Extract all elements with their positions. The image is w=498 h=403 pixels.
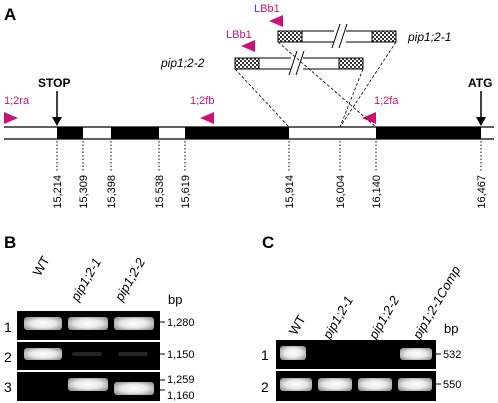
gel-band [358, 378, 392, 391]
primer-2fa-arrow [362, 112, 376, 124]
gel-c-row-1 [276, 340, 436, 369]
gel-b-row-3 [17, 372, 160, 401]
gel-band [318, 378, 352, 391]
insertion-connectors [234, 41, 397, 128]
exon-4 [376, 127, 481, 139]
gel-b-row-2-num: 2 [4, 349, 12, 365]
lane-c-wt: WT [286, 312, 309, 337]
gel-band [24, 317, 62, 330]
lane-c-pip1-2-2: pip1;2-2 [365, 293, 402, 343]
primer-lbb1-top-label: LBb1 [254, 3, 280, 15]
size-c-550: 550 [443, 379, 461, 391]
stop-label: STOP [38, 76, 70, 90]
primer-2ra-arrow [4, 112, 18, 124]
gel-band-faint [118, 352, 148, 356]
size-c-532: 532 [443, 349, 461, 361]
exon-2 [111, 127, 159, 139]
gel-band [280, 378, 312, 391]
size-b-1150: 1,150 [167, 349, 195, 361]
size-b-1280: 1,280 [167, 317, 195, 329]
gel-c-row-1-num: 1 [261, 347, 269, 363]
primer-lbb1-mid-label: LBb1 [226, 29, 252, 41]
gel-band-faint [72, 352, 102, 356]
exon-1 [57, 127, 83, 139]
lane-b-wt: WT [30, 253, 53, 278]
lane-b-pip1-2-1: pip1;2-1 [67, 255, 104, 304]
gel-b-row-1 [17, 311, 160, 340]
exon-3 [185, 127, 289, 139]
primer-lbb1-top-arrow [269, 15, 283, 27]
gel-c-row-2-num: 2 [261, 379, 269, 395]
gel-band [280, 346, 306, 360]
position-label: 15,619 [180, 175, 192, 209]
gel-band [400, 348, 432, 360]
lane-b-pip1-2-2: pip1;2-2 [111, 255, 148, 305]
atg-label: ATG [468, 76, 492, 90]
primer-lbb1-mid-arrow [241, 40, 255, 52]
tdna-insert-pip1-2-2 [234, 50, 364, 76]
gel-c-row-2 [276, 371, 436, 401]
position-label: 15,538 [154, 175, 166, 209]
stop-arrow-head [52, 117, 62, 126]
atg-arrow-head [476, 117, 486, 126]
panel-b-bp: bp [168, 292, 182, 307]
position-label: 15,214 [52, 175, 64, 209]
position-label: 15,309 [78, 175, 90, 209]
panel-b-label: B [4, 233, 16, 252]
gel-band [398, 378, 432, 391]
panel-c-bp: bp [444, 321, 458, 336]
primer-2fa-label: 1;2fa [374, 95, 399, 107]
gel-band [114, 382, 154, 395]
primer-2fb-arrow [200, 112, 214, 124]
size-b-1160: 1,160 [167, 390, 195, 402]
position-label: 15,398 [106, 175, 118, 209]
primer-2fb-label: 1;2fb [190, 95, 214, 107]
position-label: 16,004 [335, 175, 347, 209]
position-markers: 15,214 15,309 15,398 15,538 15,619 15,914 16,0… [52, 141, 488, 209]
position-label: 15,914 [284, 175, 296, 209]
tdna-insert-pip1-2-1 [277, 23, 397, 49]
gel-band [24, 348, 62, 360]
allele-label-pip1-2-1: pip1;2-1 [407, 30, 451, 44]
gel-band [114, 317, 154, 330]
lane-c-pip1-2-1: pip1;2-1 [319, 293, 356, 342]
panel-c-label: C [262, 233, 274, 252]
gel-b-row-2 [17, 342, 160, 370]
panel-a-label: A [4, 5, 16, 24]
size-b-1259: 1,259 [167, 374, 195, 386]
gel-band [68, 317, 108, 330]
gel-b-row-1-num: 1 [4, 319, 12, 335]
gel-band [68, 378, 108, 391]
position-label: 16,140 [371, 175, 383, 209]
gel-b-row-3-num: 3 [4, 379, 12, 395]
primer-2ra-label: 1;2ra [4, 95, 30, 107]
allele-label-pip1-2-2: pip1;2-2 [160, 56, 205, 70]
position-label: 16,467 [476, 175, 488, 209]
